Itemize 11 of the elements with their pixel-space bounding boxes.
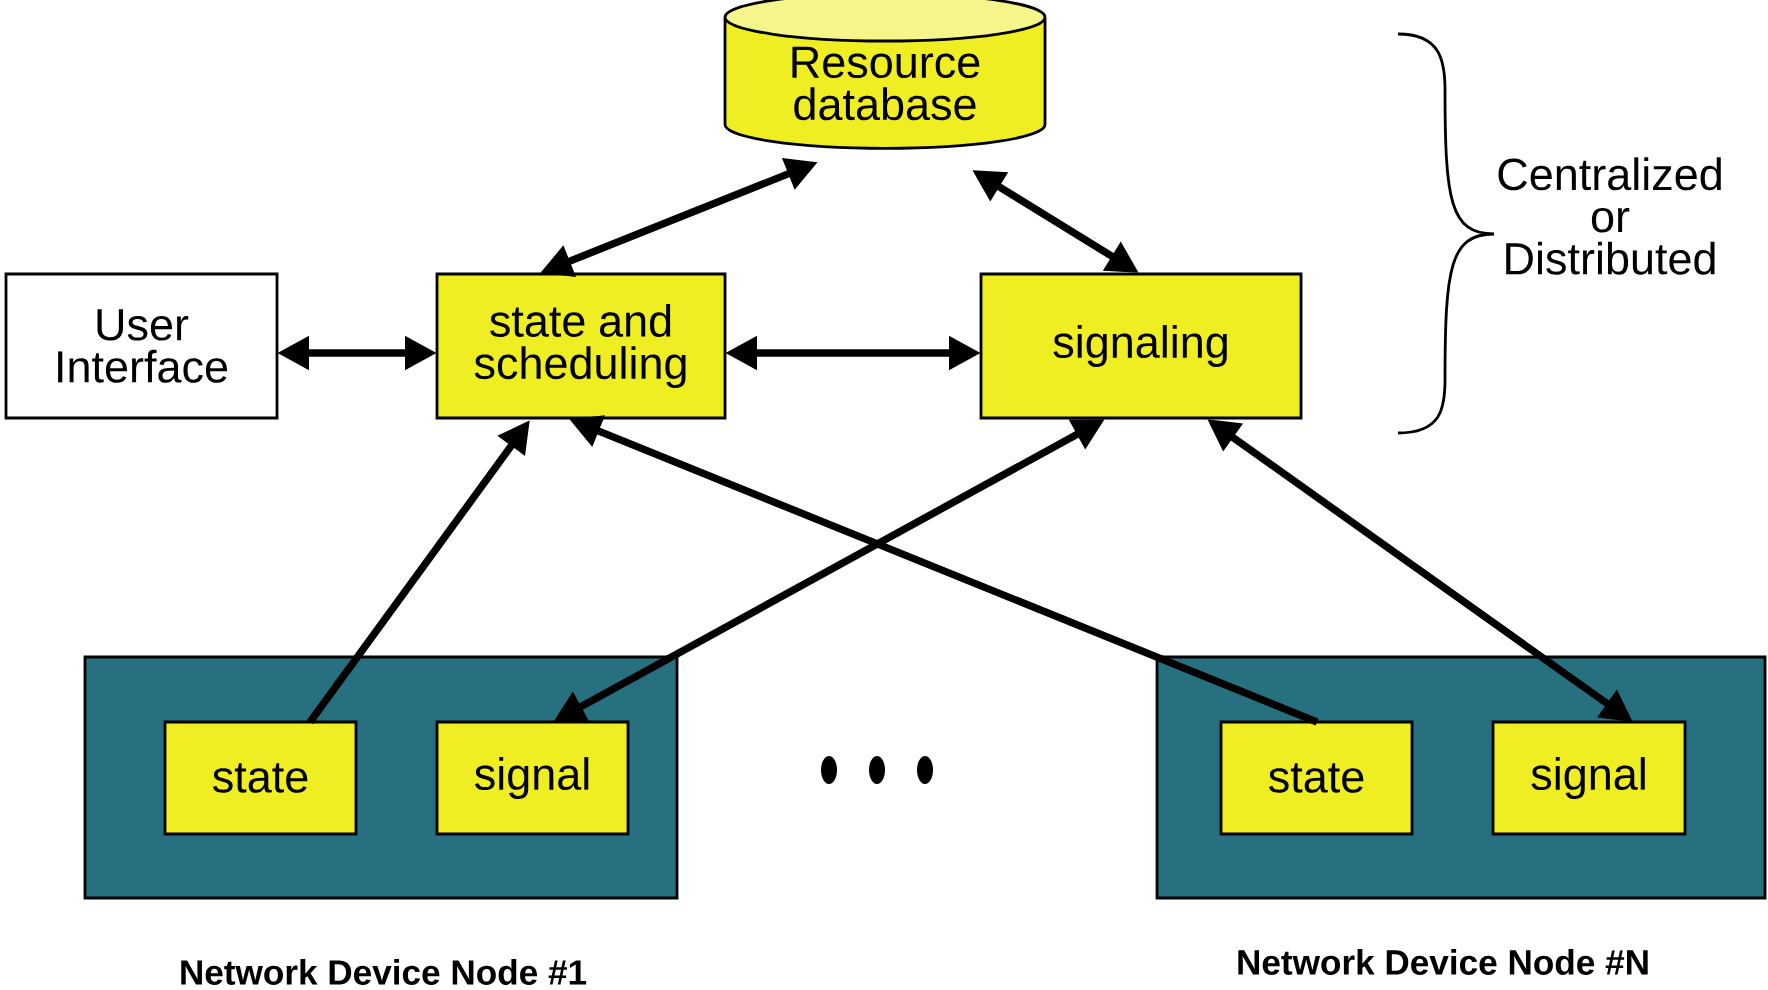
process-box: state and scheduling <box>435 272 727 420</box>
side-note: Centralized or Distributed <box>1498 157 1721 275</box>
process-box: signal <box>1491 720 1687 836</box>
process-box: state <box>163 720 358 836</box>
interface-box: User Interface <box>4 272 279 420</box>
process-box: signal <box>435 720 630 836</box>
process-box: signaling <box>979 272 1303 420</box>
process-box: state <box>1219 720 1414 836</box>
node-label: Network Device Node #N <box>1238 949 1648 975</box>
node-label: Network Device Node #1 <box>181 959 587 985</box>
database-cylinder: Resource database <box>723 0 1047 150</box>
